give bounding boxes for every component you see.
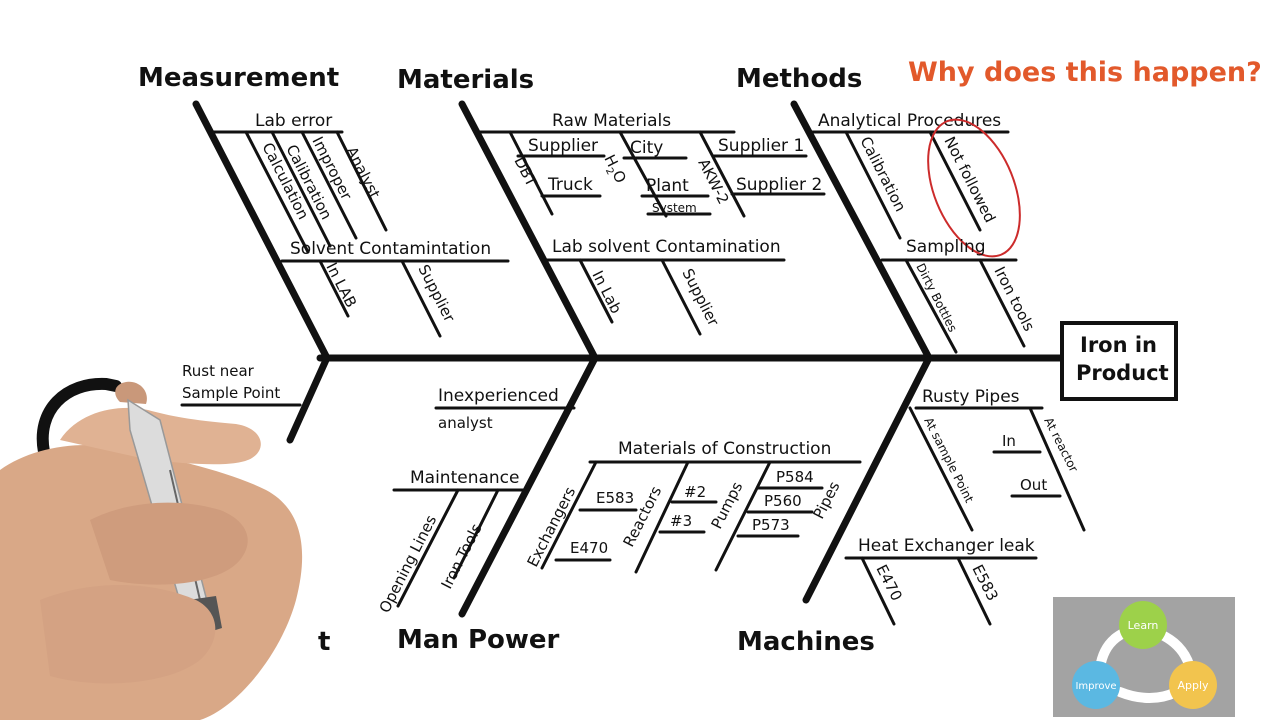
category-methods: Methods (736, 64, 862, 94)
label-solvent: Solvent Contamintation (290, 239, 491, 259)
label-inexperienced-2: analyst (438, 414, 493, 432)
category-partial: t (318, 627, 330, 657)
twig-at-reactor (1028, 406, 1086, 532)
label-p560: P560 (764, 492, 802, 510)
label-hx-e583: E583 (968, 562, 1001, 604)
label-supplier2: Supplier 2 (736, 175, 822, 195)
annotation-circle (927, 118, 1021, 258)
bone-left-partial (286, 356, 330, 444)
label-iron-tools-meth: Iron tools (990, 264, 1038, 335)
label-supplier-m: Supplier (414, 262, 458, 326)
twig-in-lab-mat (578, 258, 614, 324)
label-moc: Materials of Construction (618, 439, 831, 459)
twig-iron-tools-man (452, 488, 500, 580)
twig-opening-lines (396, 488, 460, 608)
twig-analyst (335, 130, 388, 232)
improve-label: Improve (1075, 681, 1116, 692)
twig-city-plant (618, 130, 668, 218)
twig-calibration (270, 130, 332, 248)
twig-improper (300, 130, 358, 240)
label-system: System (652, 201, 697, 215)
twig-exchangers (540, 460, 598, 570)
label-r3: #3 (670, 512, 692, 530)
label-pipes: Pipes (810, 478, 844, 521)
learn-label: Learn (1128, 619, 1159, 632)
label-in-lab: In LAB (322, 260, 360, 311)
twig-akw (698, 130, 746, 218)
label-maintenance: Maintenance (410, 468, 519, 488)
label-dirty-bottles: Dirty Bottles (913, 261, 960, 334)
twig-in-lab (318, 259, 350, 318)
label-supplier-lab: Supplier (678, 266, 722, 330)
bone-materials (458, 100, 598, 360)
effect-box (1060, 321, 1178, 401)
label-city: City (630, 138, 663, 158)
twig-at-sample (908, 406, 974, 532)
label-opening-lines: Opening Lines (376, 512, 441, 616)
twig-calibration-meth (844, 130, 902, 240)
twig-hx-e583 (956, 556, 992, 626)
twig-reactors (634, 460, 690, 574)
twig-hx-e470 (860, 556, 896, 626)
label-e583: E583 (596, 489, 634, 507)
label-e470: E470 (570, 539, 608, 557)
label-p573: P573 (752, 516, 790, 534)
label-rust-near-2: Sample Point (182, 384, 280, 402)
twig-pumps (714, 460, 772, 572)
label-raw: Raw Materials (552, 111, 671, 131)
apply-label: Apply (1177, 679, 1209, 692)
improve-circle (1072, 661, 1120, 709)
category-machines: Machines (737, 627, 875, 657)
label-lab-error: Lab error (255, 111, 332, 131)
label-lab-solvent: Lab solvent Contamination (552, 237, 781, 257)
twig-supplier-lab (660, 258, 702, 336)
label-truck: Truck (547, 175, 593, 195)
label-in-lab-mat: In Lab (588, 268, 625, 317)
label-hx-e470: E470 (872, 562, 905, 604)
bone-machines (802, 356, 932, 604)
learn-circle (1119, 601, 1167, 649)
label-in: In (1002, 432, 1016, 450)
label-rust-near-1: Rust near (182, 362, 255, 380)
label-p584: P584 (776, 468, 814, 486)
apply-circle (1169, 661, 1217, 709)
twig-dirty-bottles (904, 258, 958, 354)
category-man-power: Man Power (397, 625, 560, 655)
effect-label-line1: Iron in (1080, 333, 1157, 357)
label-supplier1: Supplier 1 (718, 136, 804, 156)
bone-measurement (192, 100, 330, 360)
twig-supplier-m (400, 259, 442, 338)
label-supplier-raw: Supplier (528, 136, 598, 156)
category-materials: Materials (397, 65, 534, 95)
category-measurement: Measurement (138, 63, 339, 93)
label-plant: Plant (646, 176, 689, 196)
bone-methods (790, 100, 932, 360)
label-rusty-pipes: Rusty Pipes (922, 387, 1020, 407)
label-sampling: Sampling (906, 237, 986, 257)
question-heading: Why does this happen? (908, 57, 1262, 88)
label-hx-leak: Heat Exchanger leak (858, 536, 1035, 556)
twig-not-followed (928, 130, 982, 232)
twig-calculation (244, 130, 310, 254)
label-out: Out (1020, 476, 1047, 494)
label-r2: #2 (684, 483, 706, 501)
label-inexperienced-1: Inexperienced (438, 386, 559, 406)
learn-improve-apply-logo: Learn Improve Apply (1053, 597, 1235, 717)
hand-with-marker-illustration (0, 377, 303, 720)
bone-man-power (458, 356, 598, 618)
label-at-sample: At sample Point (921, 415, 976, 505)
twig-iron-tools-meth (978, 258, 1026, 348)
effect-label-line2: Product (1076, 361, 1169, 385)
label-analytical: Analytical Procedures (818, 111, 1001, 131)
twig-dbt (508, 130, 554, 216)
